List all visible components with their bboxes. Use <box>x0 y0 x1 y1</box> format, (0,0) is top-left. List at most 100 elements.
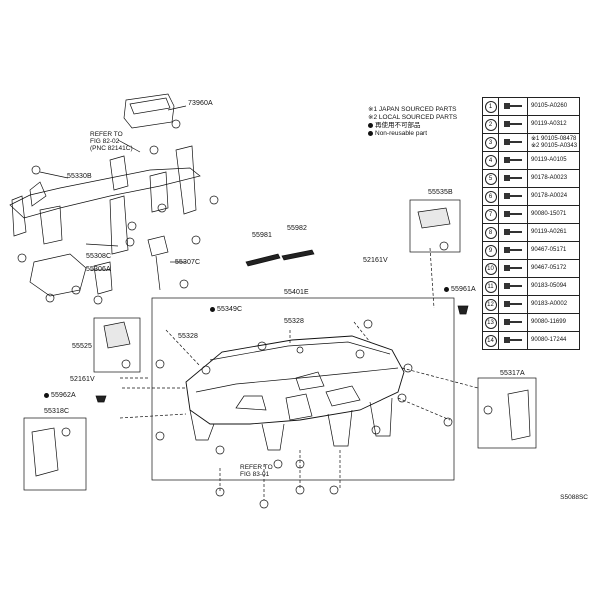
callout-55306A: 55306A <box>86 266 111 273</box>
callout-55349C: 55349C <box>210 306 242 314</box>
parts-table-part-number: 90178-A0024 <box>527 187 580 206</box>
callout-55317A: 55317A <box>500 370 525 377</box>
fastener-icon <box>498 97 528 116</box>
non-reusable-dot-icon <box>368 130 373 136</box>
non-reusable-dot-icon <box>444 286 449 292</box>
legend-non-reusable-jp-text: 再使用不可部品 <box>375 122 421 129</box>
legend-non-reusable-jp: 再使用不可部品 <box>368 122 421 130</box>
legend-non-reusable-en: Non-reusable part <box>368 130 427 138</box>
callout-55535B: 55535B <box>428 189 453 196</box>
legend-non-reusable-en-text: Non-reusable part <box>375 130 428 137</box>
parts-table-ref-number: 13 <box>482 313 499 332</box>
parts-table-part-number: 90119-A0261 <box>527 223 580 242</box>
fastener-icon <box>498 313 528 332</box>
parts-table-ref-number: 2 <box>482 115 499 134</box>
callout-55962A-text: 55962A <box>51 392 76 399</box>
parts-table-ref-number: 11 <box>482 277 499 296</box>
callout-55525: 55525 <box>72 343 92 350</box>
parts-table-part-number: ※1 90105-08478 ※2 90105-A0343 <box>527 133 580 152</box>
parts-table-ref-number: 1 <box>482 97 499 116</box>
parts-table-part-number: 90080-11699 <box>527 313 580 332</box>
non-reusable-dot-icon <box>210 306 215 312</box>
parts-table-part-number: 90105-A0260 <box>527 97 580 116</box>
parts-table-row: 11 90183-05094 <box>482 277 580 296</box>
ref-number-circle: 10 <box>484 262 497 275</box>
parts-table-row: 13 90080-11699 <box>482 313 580 332</box>
fastener-icon <box>498 241 528 260</box>
callout-73960A: 73960A <box>188 100 213 107</box>
refer-to-label-bottom: REFER TO <box>240 464 273 471</box>
fastener-icon <box>498 115 528 134</box>
ref-number-circle: 3 <box>484 136 497 149</box>
ref-number-circle: 1 <box>484 100 497 113</box>
refer-to-pnc: (PNC 82141C) <box>90 145 133 152</box>
parts-table-ref-number: 10 <box>482 259 499 278</box>
parts-table-part-number: 90183-05094 <box>527 277 580 296</box>
ref-number-circle: 12 <box>484 298 497 311</box>
parts-table-ref-number: 7 <box>482 205 499 224</box>
parts-table-row: 5 90178-A0023 <box>482 169 580 188</box>
parts-table-row: 1 90105-A0260 <box>482 97 580 116</box>
callout-55962A: 55962A <box>44 392 76 400</box>
ref-number-circle: 9 <box>484 244 497 257</box>
parts-table-ref-number: 3 <box>482 133 499 152</box>
fastener-parts-table: 1 90105-A0260 2 90119-A0312 3 ※1 90105-08478 … <box>482 97 580 350</box>
parts-table-row: 6 90178-A0024 <box>482 187 580 206</box>
fastener-icon <box>498 331 528 350</box>
callout-55961A: 55961A <box>444 286 476 294</box>
callout-52161V-top: 52161V <box>363 257 388 264</box>
ref-number-circle: 6 <box>484 190 497 203</box>
refer-to-label: REFER TO <box>90 131 123 138</box>
fastener-parts-table-body: 1 90105-A0260 2 90119-A0312 3 ※1 90105-08478 … <box>482 97 580 350</box>
parts-table-part-number: 90080-15071 <box>527 205 580 224</box>
fastener-icon <box>498 277 528 296</box>
parts-table-ref-number: 9 <box>482 241 499 260</box>
parts-table-row: 8 90119-A0261 <box>482 223 580 242</box>
callout-55961A-text: 55961A <box>451 286 476 293</box>
callout-55328-left: 55328 <box>178 333 198 340</box>
parts-table-ref-number: 5 <box>482 169 499 188</box>
fastener-icon <box>498 187 528 206</box>
parts-table-row: 4 90119-A0105 <box>482 151 580 170</box>
ref-number-circle: 14 <box>484 334 497 347</box>
parts-table-ref-number: 4 <box>482 151 499 170</box>
parts-table-row: 3 ※1 90105-08478 ※2 90105-A0343 <box>482 133 580 152</box>
non-reusable-dot-icon <box>44 392 49 398</box>
parts-table-ref-number: 6 <box>482 187 499 206</box>
parts-table-row: 7 90080-15071 <box>482 205 580 224</box>
ref-number-circle: 5 <box>484 172 497 185</box>
parts-table-part-number: 90178-A0023 <box>527 169 580 188</box>
parts-table-row: 9 90467-05171 <box>482 241 580 260</box>
ref-number-circle: 4 <box>484 154 497 167</box>
fastener-icon <box>498 259 528 278</box>
diagram-id: S5088SC <box>560 494 588 501</box>
fastener-icon <box>498 295 528 314</box>
fastener-icon <box>498 205 528 224</box>
callout-55308C: 55308C <box>86 253 112 260</box>
callout-55401E: 55401E <box>284 289 309 296</box>
parts-table-row: 2 90119-A0312 <box>482 115 580 134</box>
fastener-icon <box>498 133 528 152</box>
legend-japan-sourced: ※1 JAPAN SOURCED PARTS <box>368 106 457 113</box>
callout-55328-right: 55328 <box>284 318 304 325</box>
refer-to-figure-bottom: FIG 83-01 <box>240 471 270 478</box>
ref-number-circle: 2 <box>484 118 497 131</box>
ref-number-circle: 11 <box>484 280 497 293</box>
legend-local-sourced: ※2 LOCAL SOURCED PARTS <box>368 114 458 121</box>
parts-table-ref-number: 12 <box>482 295 499 314</box>
parts-table-part-number: 90119-A0312 <box>527 115 580 134</box>
callout-55330B: 55330B <box>67 173 92 180</box>
parts-table-part-number: 90467-05172 <box>527 259 580 278</box>
fastener-icon <box>498 223 528 242</box>
parts-table-ref-number: 8 <box>482 223 499 242</box>
callout-52161V: 52161V <box>70 376 95 383</box>
ref-number-circle: 8 <box>484 226 497 239</box>
parts-table-part-number: 90119-A0105 <box>527 151 580 170</box>
parts-table-part-number: 90467-05171 <box>527 241 580 260</box>
callout-55318C: 55318C <box>44 408 70 415</box>
callout-55982: 55982 <box>287 225 307 232</box>
callout-55349C-text: 55349C <box>217 306 243 313</box>
